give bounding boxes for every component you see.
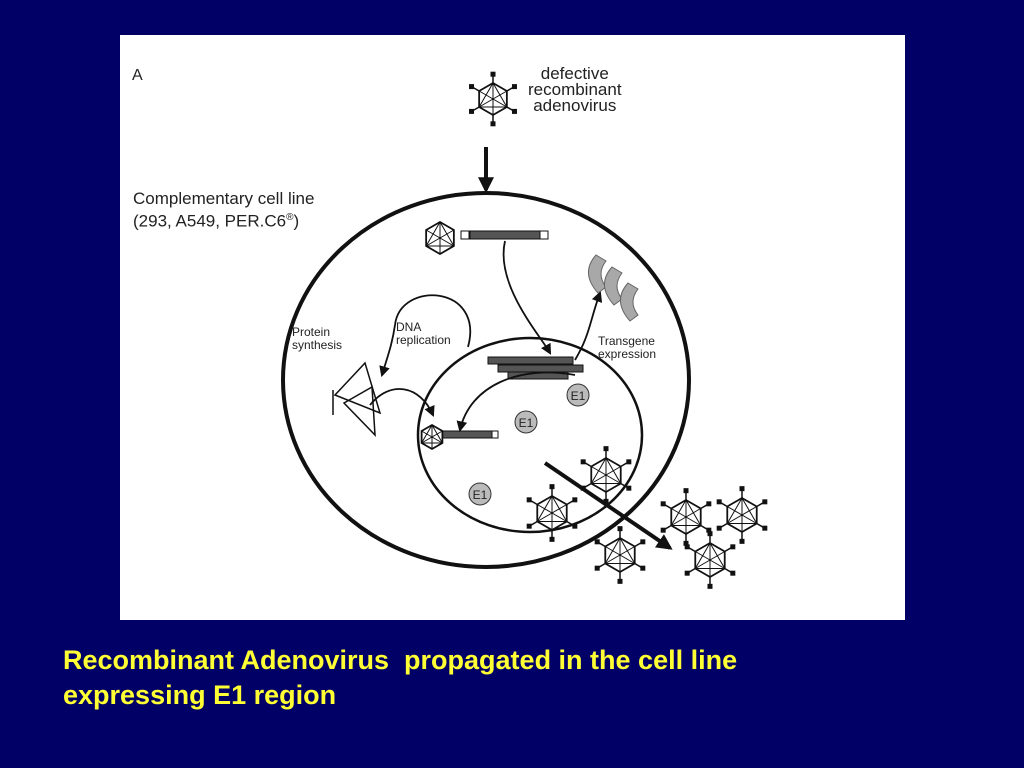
- nuclear-capsid-icon: [420, 423, 444, 451]
- nucleus: [416, 336, 644, 534]
- released-virus-icon: [684, 531, 736, 589]
- virus-label: defective recombinant adenovirus: [528, 64, 622, 115]
- dna-replication-label: DNA replication: [396, 321, 451, 347]
- e1-protein-1: E1: [566, 383, 590, 407]
- protein-label-line-2: synthesis: [292, 338, 343, 352]
- e1-protein-3: E1: [468, 482, 492, 506]
- virus-particles: [420, 71, 768, 589]
- cell-membrane: [281, 191, 691, 569]
- dna-label-line-1: DNA: [396, 320, 422, 334]
- transgene-products: [588, 254, 639, 322]
- registered-mark: ®: [286, 212, 294, 223]
- progeny-virus-icon: [594, 526, 646, 584]
- virus-label-line-3: adenovirus: [533, 96, 617, 115]
- dna-label-line-2: replication: [396, 333, 451, 347]
- cell-line-label-line-1: Complementary cell line: [133, 189, 315, 208]
- svg-text:E1: E1: [473, 488, 488, 502]
- virus-label-line-1: defective: [540, 64, 609, 83]
- slide-caption: Recombinant Adenovirus propagated in the…: [63, 643, 963, 713]
- panel-letter: A: [132, 67, 143, 84]
- caption-line-1: Recombinant Adenovirus propagated in the…: [63, 645, 738, 675]
- cell-line-label: Complementary cell line (293, A549, PER.…: [133, 189, 314, 231]
- transgene-expression-label: Transgene expression: [598, 335, 656, 361]
- incoming-virus-icon: [469, 71, 517, 127]
- uncoating-capsid-icon: [425, 220, 455, 256]
- cell-line-label-line-2: (293, A549, PER.C6®): [133, 208, 314, 231]
- protein-synthesis-arrow: [379, 294, 472, 378]
- svg-text:E1: E1: [519, 416, 534, 430]
- cell-line-close-paren: ): [293, 211, 300, 231]
- viral-dna-bar-cytoplasm: [460, 230, 549, 240]
- e1-protein-2: E1: [514, 410, 538, 434]
- protein-label-line-1: Protein: [292, 325, 331, 339]
- caption-line-2: expressing E1 region: [63, 680, 337, 710]
- transgene-arrow: [574, 290, 603, 361]
- diagram-figure: E1 E1 E1 A defective recombinant adenovi…: [120, 35, 905, 620]
- diagram-canvas: E1 E1 E1: [281, 71, 768, 589]
- progeny-virus-icon: [580, 446, 632, 504]
- protein-triangles: [332, 361, 382, 437]
- svg-text:E1: E1: [571, 389, 586, 403]
- cell-line-names: (293, A549, PER.C6: [133, 211, 287, 231]
- released-virus-icon: [716, 486, 768, 544]
- dna-replication-arrow: [456, 371, 576, 433]
- transgene-label-line-2: expression: [598, 347, 657, 361]
- import-arrow: [502, 240, 552, 355]
- virus-label-line-2: recombinant: [528, 80, 622, 99]
- protein-synthesis-label: Protein synthesis: [292, 326, 342, 352]
- progeny-virus-icon: [526, 484, 578, 542]
- released-virus-icon: [660, 488, 712, 546]
- transgene-label-line-1: Transgene: [598, 334, 655, 348]
- exit-arrow: [543, 461, 673, 550]
